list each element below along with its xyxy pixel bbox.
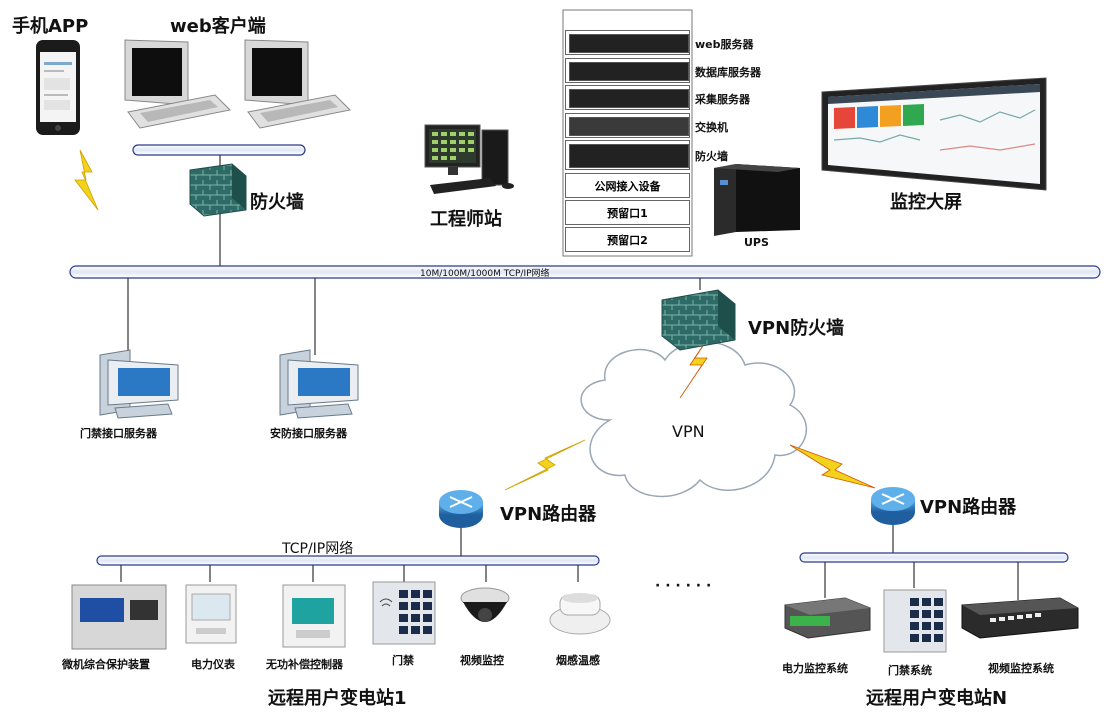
web-client-pc-2-icon (244, 39, 352, 129)
vpn-router-right-icon (871, 487, 915, 525)
vpn-firewall-label: VPN防火墙 (748, 318, 845, 339)
vpn-router-right-label: VPN路由器 (920, 497, 1017, 518)
access-control-server-icon (99, 349, 179, 419)
station1-device-0-label: 微机综合保护装置 (62, 658, 150, 671)
engineer-station-label: 工程师站 (430, 209, 502, 230)
rack-slot-reserved1: 预留口1 (565, 200, 690, 225)
main-bus (69, 265, 1101, 279)
rack-slot-collect-server (565, 85, 690, 110)
mobile-app-label: 手机APP (12, 16, 89, 37)
station1-device-5-label: 烟感温感 (556, 654, 600, 667)
access-control-server-label: 门禁接口服务器 (80, 427, 157, 440)
rack-slot-firewall (565, 140, 690, 170)
security-server-label: 安防接口服务器 (270, 427, 347, 440)
smoke-detector-icon (549, 593, 611, 635)
monitor-wall-icon (821, 77, 1047, 191)
lightning-left-router (504, 439, 586, 491)
dome-camera-icon (460, 587, 510, 622)
public-access-label: 公网接入设备 (594, 179, 661, 193)
protection-device-icon (71, 584, 167, 650)
ellipsis: · · · · · · (655, 578, 712, 594)
access-keypad-icon (372, 581, 436, 645)
collect-server-label: 采集服务器 (695, 93, 750, 106)
web-client-pc-1-icon (124, 39, 232, 129)
security-server-icon (279, 349, 359, 419)
lightning-mobile (74, 149, 99, 211)
firewall-label: 防火墙 (250, 192, 304, 213)
web-client-label: web客户端 (170, 16, 266, 37)
station1-device-1-label: 电力仪表 (191, 658, 235, 671)
switch-label: 交换机 (695, 121, 728, 134)
lightning-right-router (789, 444, 876, 489)
power-meter-icon (185, 584, 237, 644)
db-server-label: 数据库服务器 (695, 66, 761, 79)
mobile-phone-icon (36, 40, 80, 135)
vpn-cloud (580, 341, 808, 498)
web-server-label: web服务器 (695, 38, 754, 51)
stationN-device-1-label: 门禁系统 (888, 664, 932, 677)
rack-slot-reserved2: 预留口2 (565, 227, 690, 252)
station1-device-3-label: 门禁 (392, 654, 414, 667)
main-bus-label: 10M/100M/1000M TCP/IP网络 (420, 269, 550, 279)
rack-firewall-label: 防火墙 (695, 150, 728, 163)
station1-title: 远程用户变电站1 (268, 688, 407, 709)
power-monitor-system-icon (784, 597, 871, 639)
vpn-cloud-label: VPN (672, 422, 705, 441)
vpn-firewall-icon (661, 289, 736, 351)
rack-slot-web-server (565, 30, 690, 55)
stationN-device-2-label: 视频监控系统 (988, 662, 1054, 675)
rack-slot-db-server (565, 58, 690, 83)
video-monitor-system-icon (961, 597, 1079, 639)
rack-slot-public-access: 公网接入设备 (565, 173, 690, 198)
lightning-vpn-firewall (679, 331, 713, 399)
firewall-icon (189, 163, 247, 217)
access-system-icon (883, 589, 947, 653)
stationN-title: 远程用户变电站N (866, 688, 1008, 709)
stationN-bus (799, 552, 1069, 563)
client-bus (132, 144, 306, 156)
reserved2-label: 预留口2 (607, 233, 648, 247)
tcpip-net-label: TCP/IP网络 (282, 541, 354, 557)
ups-icon (714, 164, 800, 236)
vpn-router-left-label: VPN路由器 (500, 504, 597, 525)
vpn-router-left-icon (439, 490, 483, 528)
station1-device-4-label: 视频监控 (460, 654, 504, 667)
monitor-wall-label: 监控大屏 (890, 192, 962, 213)
station1-bus (96, 555, 600, 566)
reserved1-label: 预留口1 (607, 206, 648, 220)
station1-device-2-label: 无功补偿控制器 (266, 658, 343, 671)
ups-label: UPS (744, 236, 769, 249)
var-compensator-icon (282, 584, 346, 648)
stationN-device-0-label: 电力监控系统 (782, 662, 848, 675)
engineer-station-icon (424, 124, 514, 194)
rack-slot-switch (565, 113, 690, 138)
